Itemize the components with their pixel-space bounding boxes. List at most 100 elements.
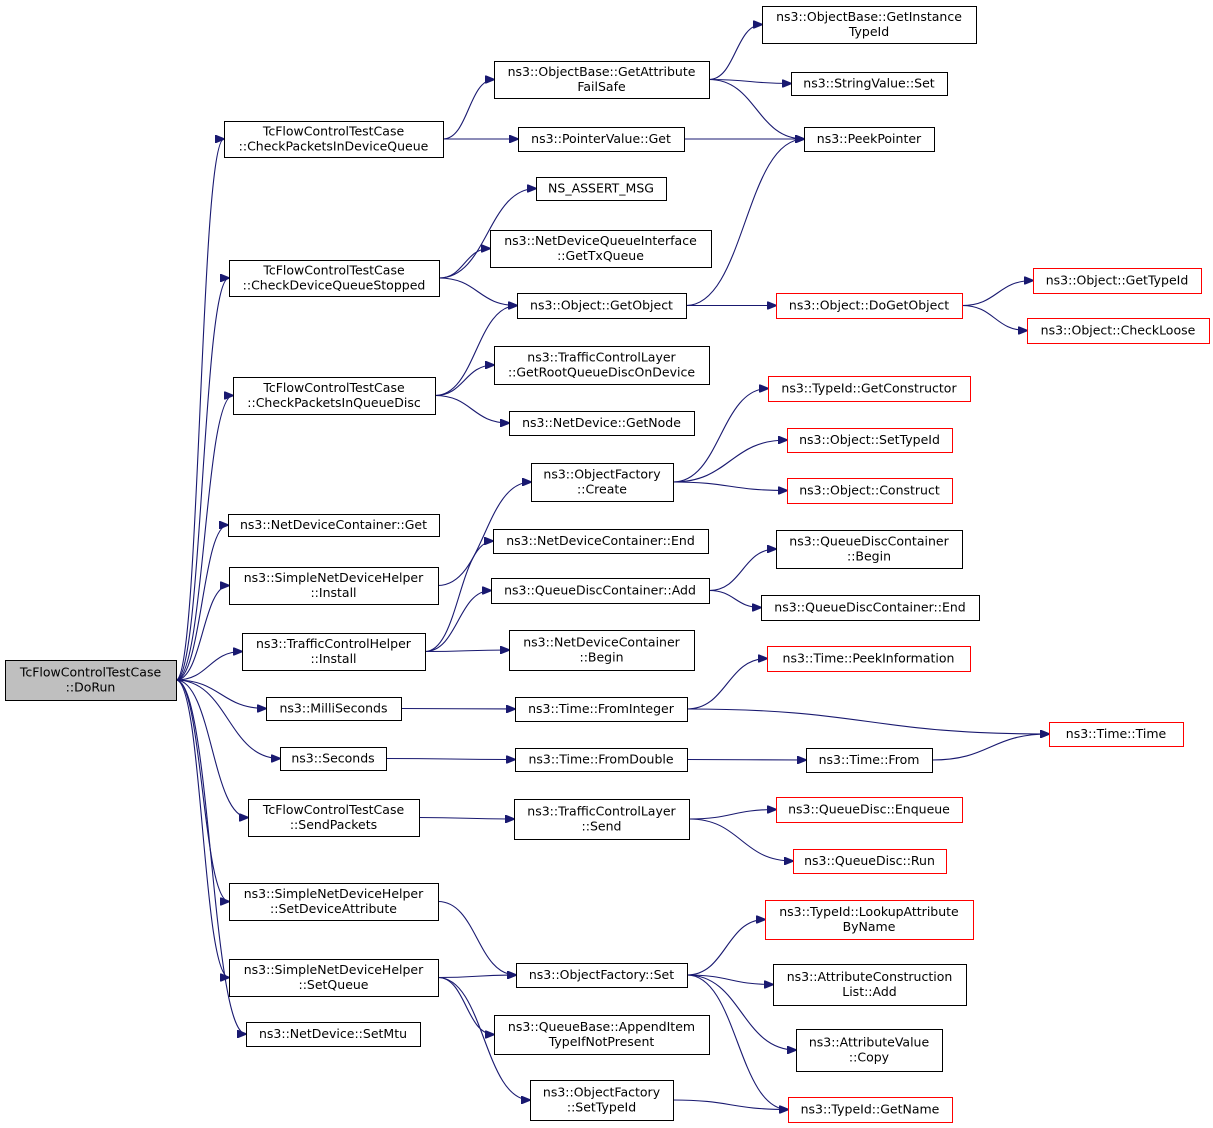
node-box — [229, 883, 439, 921]
node-sndh-install[interactable]: ns3::SimpleNetDeviceHelper::Install — [229, 567, 439, 605]
node-label: TypeIfNotPresent — [548, 1034, 655, 1049]
edge-tch-install-to-ndc-end — [424, 541, 493, 653]
edge-check-pkts-qdisc-to-tcl-get-root-qdisc — [434, 365, 494, 397]
node-milliseconds[interactable]: ns3::MilliSeconds — [266, 697, 402, 721]
node-time-from-integer[interactable]: ns3::Time::FromInteger — [515, 697, 688, 722]
node-object-get-typeid[interactable]: ns3::Object::GetTypeId — [1033, 268, 1202, 294]
node-nd-get-node[interactable]: ns3::NetDevice::GetNode — [509, 411, 695, 436]
node-ndc-begin[interactable]: ns3::NetDeviceContainer::Begin — [509, 630, 695, 671]
node-box — [806, 748, 933, 773]
node-sndh-set-queue[interactable]: ns3::SimpleNetDeviceHelper::SetQueue — [229, 959, 439, 997]
node-ptr-value-get[interactable]: ns3::PointerValue::Get — [518, 127, 685, 152]
node-label: FailSafe — [577, 79, 626, 94]
node-typeid-get-name[interactable]: ns3::TypeId::GetName — [788, 1097, 953, 1123]
node-time-time[interactable]: ns3::Time::Time — [1049, 722, 1184, 747]
node-check-dev-q-stopped[interactable]: TcFlowControlTestCase::CheckDeviceQueueS… — [229, 260, 440, 297]
node-box — [776, 530, 963, 569]
node-box — [1027, 318, 1210, 344]
edge-root-to-seconds — [175, 679, 280, 759]
node-tch-install[interactable]: ns3::TrafficControlHelper::Install — [242, 633, 426, 671]
node-object-construct[interactable]: ns3::Object::Construct — [787, 478, 953, 504]
node-send-packets[interactable]: TcFlowControlTestCase::SendPackets — [248, 799, 420, 837]
node-label: ns3::QueueDisc::Enqueue — [788, 802, 950, 817]
node-ns-assert-msg[interactable]: NS_ASSERT_MSG — [536, 177, 667, 201]
node-of-create[interactable]: ns3::ObjectFactory::Create — [531, 463, 674, 502]
node-typeid-get-constructor[interactable]: ns3::TypeId::GetConstructor — [768, 376, 971, 402]
node-box — [224, 121, 444, 158]
edge-seconds-to-time-from-double — [385, 759, 515, 760]
node-label: TcFlowControlTestCase — [262, 380, 405, 395]
node-label: ns3::SimpleNetDeviceHelper — [244, 570, 424, 585]
node-peek-pointer[interactable]: ns3::PeekPointer — [804, 127, 935, 152]
node-label: TcFlowControlTestCase — [262, 802, 405, 817]
node-object-set-typeid[interactable]: ns3::Object::SetTypeId — [787, 428, 953, 453]
node-label: ::Begin — [847, 549, 891, 564]
node-box — [515, 697, 688, 722]
node-object-get-object[interactable]: ns3::Object::GetObject — [517, 293, 687, 319]
node-label: ns3::Time::PeekInformation — [783, 651, 955, 666]
node-sndh-set-dev-attr[interactable]: ns3::SimpleNetDeviceHelper::SetDeviceAtt… — [229, 883, 439, 921]
node-label: ns3::SimpleNetDeviceHelper — [244, 886, 424, 901]
node-time-from[interactable]: ns3::Time::From — [806, 748, 933, 773]
node-qdc-begin[interactable]: ns3::QueueDiscContainer::Begin — [776, 530, 963, 569]
node-qdc-end[interactable]: ns3::QueueDiscContainer::End — [761, 595, 980, 621]
node-label: ::SetDeviceAttribute — [270, 901, 397, 916]
node-box — [5, 660, 177, 701]
node-label: TcFlowControlTestCase — [262, 124, 405, 139]
edge-of-set-to-typeid-get-name — [686, 974, 788, 1110]
node-box — [228, 514, 440, 537]
node-label: ns3::NetDevice::GetNode — [522, 415, 681, 430]
node-qd-run[interactable]: ns3::QueueDisc::Run — [793, 849, 947, 874]
edge-root-to-ndc-get — [175, 525, 228, 681]
node-of-set[interactable]: ns3::ObjectFactory::Set — [516, 963, 688, 988]
node-label: ns3::Object::DoGetObject — [789, 298, 949, 313]
node-ndqi-get-tx-queue[interactable]: ns3::NetDeviceQueueInterface::GetTxQueue — [490, 230, 712, 268]
node-label: ns3::QueueBase::AppendItem — [508, 1019, 695, 1034]
node-label: ::Install — [310, 585, 356, 600]
node-tcl-send[interactable]: ns3::TrafficControlLayer::Send — [514, 799, 690, 840]
node-seconds[interactable]: ns3::Seconds — [280, 747, 387, 771]
node-box — [248, 799, 420, 837]
node-label: ns3::NetDeviceQueueInterface — [504, 233, 697, 248]
node-object-do-get-object[interactable]: ns3::Object::DoGetObject — [776, 293, 963, 319]
node-label: ::SetTypeId — [567, 1100, 636, 1115]
node-label: ns3::Time::FromDouble — [528, 752, 673, 767]
node-box — [514, 799, 690, 840]
node-av-copy[interactable]: ns3::AttributeValue::Copy — [796, 1029, 943, 1072]
edge-ob-get-attr-failsafe-to-string-value-set — [708, 78, 791, 84]
node-of-set-typeid[interactable]: ns3::ObjectFactory::SetTypeId — [530, 1080, 674, 1121]
node-box — [776, 797, 963, 823]
node-string-value-set[interactable]: ns3::StringValue::Set — [791, 72, 948, 96]
node-label: ns3::Object::Construct — [799, 483, 940, 498]
edge-send-packets-to-tcl-send — [418, 818, 514, 820]
edge-of-set-typeid-to-typeid-get-name — [672, 1099, 788, 1110]
node-root[interactable]: TcFlowControlTestCase::DoRun — [5, 660, 177, 701]
node-ndc-end[interactable]: ns3::NetDeviceContainer::End — [493, 529, 709, 554]
node-qb-append-item[interactable]: ns3::QueueBase::AppendItemTypeIfNotPrese… — [494, 1015, 710, 1055]
node-label: ::CheckPacketsInDeviceQueue — [239, 139, 429, 154]
edge-tch-install-to-ndc-begin — [424, 650, 509, 652]
node-time-peek-info[interactable]: ns3::Time::PeekInformation — [767, 646, 971, 672]
node-qd-enqueue[interactable]: ns3::QueueDisc::Enqueue — [776, 797, 963, 823]
node-check-pkts-dev-q[interactable]: TcFlowControlTestCase::CheckPacketsInDev… — [224, 121, 444, 158]
edge-of-create-to-object-construct — [672, 481, 787, 491]
node-tcl-get-root-qdisc[interactable]: ns3::TrafficControlLayer::GetRootQueueDi… — [494, 346, 710, 385]
node-ndc-get[interactable]: ns3::NetDeviceContainer::Get — [228, 514, 440, 537]
node-label: ns3::TypeId::GetName — [801, 1102, 940, 1117]
edge-object-get-object-to-peek-pointer — [685, 139, 804, 307]
node-nd-set-mtu[interactable]: ns3::NetDevice::SetMtu — [246, 1022, 421, 1047]
node-object-check-loose[interactable]: ns3::Object::CheckLoose — [1027, 318, 1210, 344]
node-label: ns3::QueueDiscContainer — [789, 534, 949, 549]
edge-root-to-milliseconds — [175, 679, 266, 709]
node-time-from-double[interactable]: ns3::Time::FromDouble — [515, 748, 688, 772]
function-nodes: TcFlowControlTestCase::DoRunTcFlowContro… — [5, 6, 1210, 1123]
node-label: ::SendPackets — [290, 817, 377, 832]
node-check-pkts-qdisc[interactable]: TcFlowControlTestCase::CheckPacketsInQue… — [233, 377, 436, 415]
edge-qdc-add-to-qdc-end — [708, 589, 761, 608]
node-qdc-add[interactable]: ns3::QueueDiscContainer::Add — [491, 578, 710, 604]
